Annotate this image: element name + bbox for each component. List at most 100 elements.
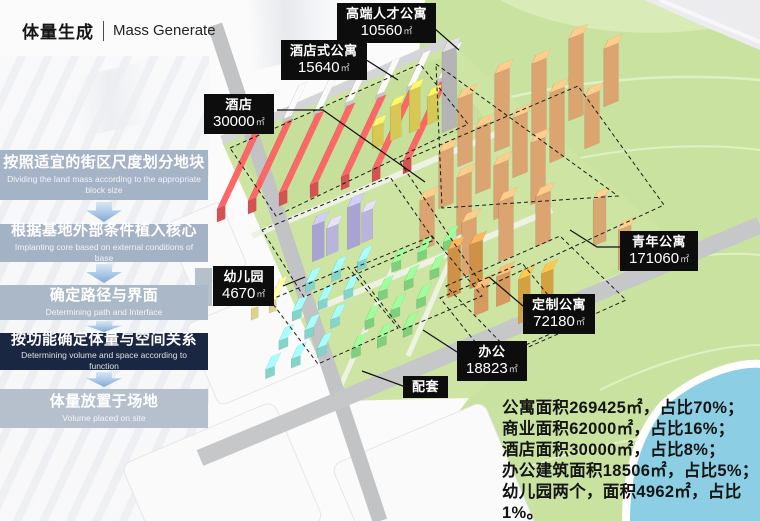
title-en: Mass Generate <box>113 22 216 39</box>
building-block <box>305 265 322 293</box>
building-block <box>361 198 378 244</box>
building-block <box>309 102 356 199</box>
area-value: 15640 <box>297 58 340 76</box>
water-shape <box>622 359 760 521</box>
building-block <box>364 303 381 331</box>
label-name: 青年公寓 <box>632 234 687 249</box>
building-block <box>438 137 459 210</box>
step-2: 根据基地外部条件植入核心 Implanting core based on ex… <box>0 222 208 263</box>
building-block <box>317 283 335 312</box>
step-2-sublabel: Implanting core based on external condit… <box>14 241 194 263</box>
building-block <box>535 181 556 248</box>
label-area: 10560㎡ <box>346 22 427 40</box>
building-block <box>603 33 624 108</box>
step-3: 确定路径与界面 Determining path and Interface <box>0 285 208 320</box>
divider <box>103 20 104 41</box>
page-title: 体量生成 Mass Generate <box>22 18 216 43</box>
area-value: 72180 <box>533 312 575 330</box>
building-block <box>304 312 321 340</box>
context-blocks <box>123 202 536 521</box>
label-serviced-apartment: 酒店式公寓 15640㎡ <box>281 40 367 80</box>
building-block <box>403 263 421 292</box>
step-3-label: 确定路径与界面 <box>49 287 159 305</box>
building-block <box>291 294 309 322</box>
building-block <box>311 210 330 263</box>
label-name: 酒店 <box>225 97 253 112</box>
stat-line: 公寓面积269425㎡，占比70%； <box>502 399 744 417</box>
area-unit: ㎡ <box>340 62 350 73</box>
building-block <box>330 302 347 330</box>
building-block <box>498 186 519 263</box>
label-talent-apartment: 高端人才公寓 10560㎡ <box>337 3 437 43</box>
title-zh: 体量生成 <box>22 23 94 42</box>
label-office: 办公 18823㎡ <box>457 341 527 381</box>
step-4-sublabel: Determining volume and space according t… <box>21 350 187 372</box>
label-area: 171060㎡ <box>629 250 689 268</box>
step-5-label: 体量放置于场地 <box>49 393 159 411</box>
building-block <box>343 273 360 301</box>
building-block <box>568 23 589 122</box>
label-support: 配套 <box>403 376 449 398</box>
building-block <box>247 118 294 215</box>
building-block <box>584 81 605 150</box>
building-block <box>531 48 552 137</box>
area-unit: ㎡ <box>255 116 265 127</box>
arrow-down-icon <box>86 321 122 332</box>
step-1-sublabel: Dividing the land mass according to the … <box>7 173 201 195</box>
area-unit: ㎡ <box>256 288 266 299</box>
building-block <box>475 112 496 195</box>
stat-line: 幼儿园两个，面积4962㎡，占比1%。 <box>502 483 742 521</box>
label-area: 72180㎡ <box>532 313 586 331</box>
building-block <box>278 110 325 207</box>
step-4: 按功能确定体量与空间关系 Determining volume and spac… <box>0 330 208 372</box>
label-youth-apartment: 青年公寓 171060㎡ <box>620 231 699 271</box>
label-name: 定制公寓 <box>532 297 587 312</box>
area-value: 4670 <box>222 284 256 302</box>
stat-line: 酒店面积30000㎡，占比8%； <box>502 441 726 459</box>
label-area: 15640㎡ <box>290 59 358 77</box>
building-block <box>549 77 570 164</box>
building-block <box>377 274 395 302</box>
building-block <box>316 330 334 359</box>
label-name: 配套 <box>412 379 440 394</box>
building-block <box>495 260 516 308</box>
building-block <box>447 235 466 299</box>
step-4-label: 按功能确定体量与空间关系 <box>10 330 197 348</box>
label-name: 幼儿园 <box>223 269 264 284</box>
area-value: 171060 <box>629 249 680 267</box>
label-custom-apartment: 定制公寓 72180㎡ <box>523 294 596 334</box>
area-unit: ㎡ <box>680 253 690 264</box>
area-value: 18823 <box>466 359 508 377</box>
area-value: 10560 <box>360 21 403 39</box>
label-area: 4670㎡ <box>222 285 265 303</box>
building-block <box>473 273 494 317</box>
building-block <box>346 192 366 251</box>
step-1-label: 按照适宜的街区尺度划分地块 <box>3 154 205 172</box>
step-2-label: 根据基地外部条件植入核心 <box>10 222 197 240</box>
step-1: 按照适宜的街区尺度划分地块 Dividing the land mass acc… <box>0 150 208 200</box>
area-unit: ㎡ <box>403 25 413 36</box>
label-hotel: 酒店 30000㎡ <box>204 94 274 134</box>
label-area: 18823㎡ <box>466 360 518 378</box>
stat-line: 办公建筑面积18506㎡，占比5%； <box>502 462 759 480</box>
building-block <box>290 341 308 369</box>
area-statistics: 公寓面积269425㎡，占比70%； 商业面积62000㎡，占比16%； 酒店面… <box>502 398 760 521</box>
building-block <box>390 292 407 320</box>
step-5-sublabel: Volume placed on site <box>62 412 146 423</box>
building-block <box>429 253 446 281</box>
label-name: 办公 <box>478 344 506 359</box>
building-block <box>416 282 433 310</box>
building-block <box>265 352 282 380</box>
label-name: 酒店式公寓 <box>290 43 358 58</box>
building-block <box>331 255 348 283</box>
stat-line: 商业面积62000㎡，占比16%； <box>502 420 735 438</box>
label-name: 高端人才公寓 <box>346 6 428 21</box>
label-area: 30000㎡ <box>213 113 265 131</box>
building-block <box>325 213 344 257</box>
building-block <box>356 244 374 272</box>
area-value: 30000 <box>213 112 255 130</box>
building-block <box>371 113 388 150</box>
area-unit: ㎡ <box>508 363 518 374</box>
label-kindergarten: 幼儿园 4670㎡ <box>213 266 275 306</box>
